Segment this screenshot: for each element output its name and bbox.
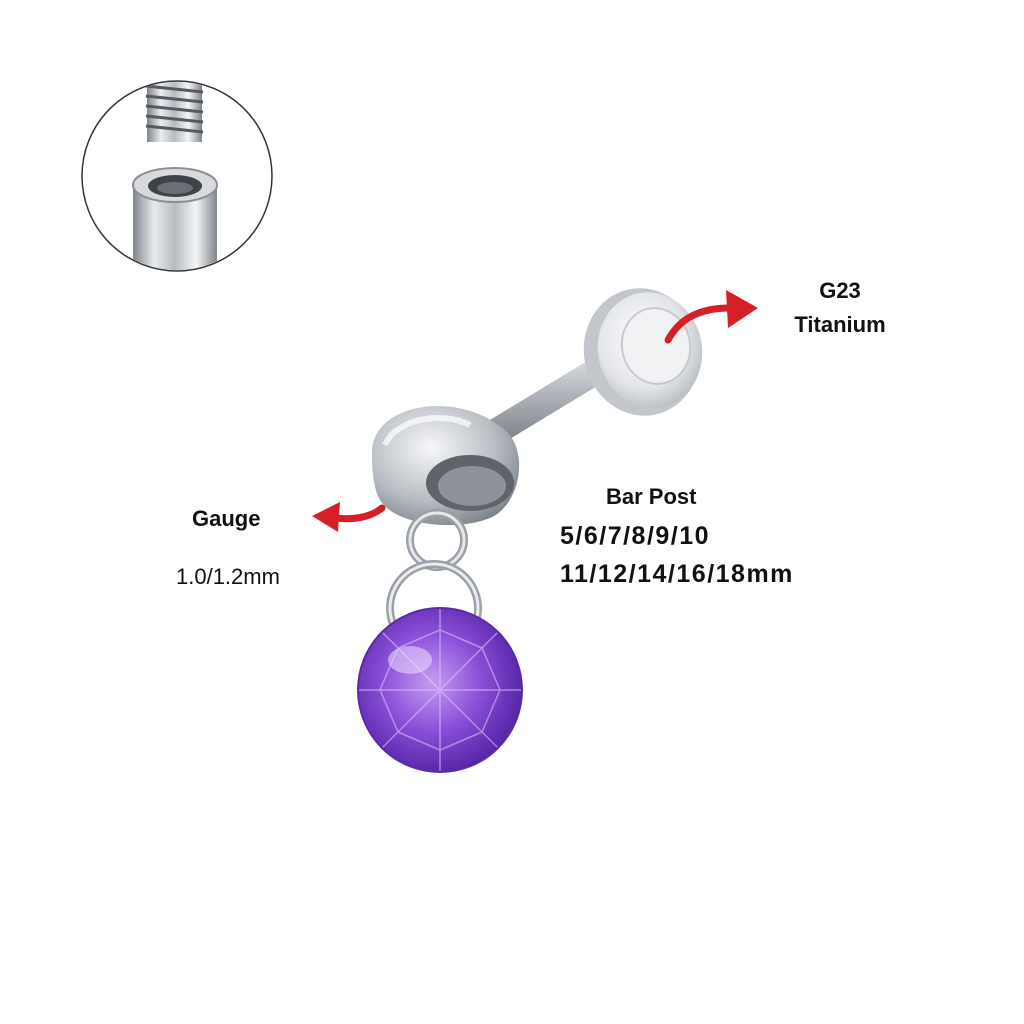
material-grade: G23	[819, 278, 861, 303]
purple-gem	[357, 607, 523, 773]
curved-arrow-left-icon	[312, 502, 386, 532]
flat-back-disc	[583, 288, 703, 416]
curved-arrow-right-icon	[664, 290, 758, 344]
bar-post-sizes-row2: 11/12/14/16/18mm	[560, 560, 794, 588]
gauge-title: Gauge	[192, 506, 261, 531]
thread-closeup-icon	[81, 80, 273, 272]
front-bezel	[372, 406, 520, 526]
material-name: Titanium	[794, 312, 886, 337]
material-label: G23 Titanium	[790, 274, 890, 342]
bar-post-sizes-row1: 5/6/7/8/9/10	[560, 522, 711, 550]
bar-post-title: Bar Post	[606, 484, 697, 509]
gauge-value: 1.0/1.2mm	[176, 564, 280, 589]
